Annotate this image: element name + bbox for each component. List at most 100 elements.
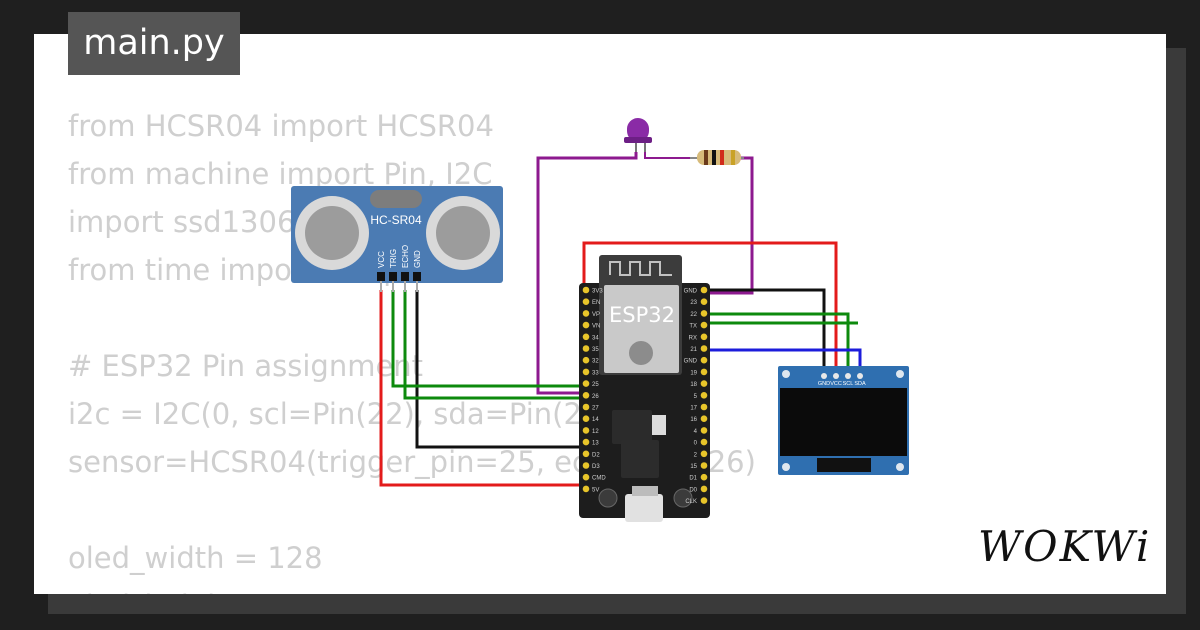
resistor[interactable] bbox=[690, 150, 744, 165]
esp32-pin-label: EN bbox=[592, 300, 600, 306]
led[interactable] bbox=[624, 118, 652, 152]
file-tab[interactable]: main.py bbox=[68, 12, 240, 75]
oled-pin-label: SDA bbox=[854, 381, 866, 387]
esp32-pin bbox=[582, 345, 590, 352]
oled-pin-label: SCL bbox=[843, 381, 854, 387]
code-line: oled_width = 128 bbox=[68, 541, 323, 575]
esp32-pin bbox=[700, 392, 708, 399]
oled-pin bbox=[821, 373, 827, 379]
esp32-pin bbox=[582, 298, 590, 306]
code-line: from machine import Pin, I2C bbox=[68, 157, 493, 191]
esp32-pin-label: 34 bbox=[592, 335, 599, 341]
esp32-pin bbox=[700, 356, 708, 364]
esp32-pin bbox=[700, 485, 708, 493]
esp32-pin bbox=[700, 298, 708, 306]
esp32-pin-label: D2 bbox=[592, 452, 600, 458]
esp32-pin-label: VN bbox=[592, 324, 600, 330]
esp32-pin-label: 35 bbox=[592, 347, 599, 353]
esp32-pin bbox=[582, 333, 590, 341]
preview-panel: from HCSR04 import HCSR04 from machine im… bbox=[34, 34, 1166, 594]
esp32-pin-label: 12 bbox=[592, 429, 599, 435]
esp32-pin bbox=[582, 462, 590, 469]
esp32-pin-label: 27 bbox=[592, 406, 599, 412]
esp32-pin bbox=[700, 462, 708, 469]
oled-pin bbox=[845, 373, 851, 379]
wire-green-echo bbox=[403, 290, 588, 400]
sensor-label: HC-SR04 bbox=[370, 213, 422, 227]
esp32-pin bbox=[700, 415, 708, 423]
esp32-pin bbox=[700, 438, 708, 446]
esp32-pin bbox=[582, 473, 590, 481]
esp32-pin-label: CLK bbox=[685, 499, 697, 505]
wire-purple-resistor bbox=[704, 156, 754, 295]
esp32-pin-label: 33 bbox=[592, 370, 599, 376]
sensor-pin-header bbox=[401, 272, 409, 281]
esp32-pin-label: 21 bbox=[690, 347, 697, 353]
sensor-pin-label: ECHO bbox=[401, 245, 410, 268]
esp32-pin bbox=[582, 368, 590, 376]
esp32-pin-label: D3 bbox=[592, 464, 600, 470]
sensor-pin-label: GND bbox=[413, 250, 422, 268]
wire-green-scl bbox=[704, 312, 850, 376]
esp32-pin-label: 22 bbox=[690, 312, 697, 318]
sensor-pin-header bbox=[389, 272, 397, 281]
esp32-pin bbox=[700, 286, 708, 294]
oled-pin-label: VCC bbox=[830, 381, 842, 387]
esp32-pin bbox=[700, 368, 708, 376]
esp32-pin-label: 26 bbox=[592, 394, 599, 400]
esp32-pin bbox=[582, 321, 590, 329]
esp32-pin-label: 15 bbox=[690, 464, 697, 470]
esp32-pin-label: TX bbox=[689, 324, 697, 330]
esp32-board[interactable]: ESP32 3V3ENVPVN34353233252627141213D2D3C… bbox=[579, 255, 710, 522]
esp32-pin-label: VP bbox=[592, 312, 600, 318]
sensor-pin-header bbox=[377, 272, 385, 281]
esp32-pin-label: 19 bbox=[690, 370, 697, 376]
esp32-pin-label: GND bbox=[684, 289, 698, 295]
esp32-pin bbox=[582, 438, 590, 446]
esp32-pin-label: 13 bbox=[592, 441, 599, 447]
wire-purple-led bbox=[536, 152, 638, 395]
esp32-pin bbox=[582, 380, 590, 387]
esp32-pin bbox=[582, 415, 590, 423]
esp32-pin-label: 0 bbox=[694, 441, 698, 447]
esp32-pin bbox=[700, 321, 708, 329]
esp32-pin-label: 32 bbox=[592, 359, 599, 365]
esp32-pin-label: 5V bbox=[592, 487, 599, 493]
wire-black-oled-gnd bbox=[704, 288, 826, 376]
sensor-pin-header bbox=[413, 272, 421, 281]
esp32-pin bbox=[700, 310, 708, 317]
oled-pin bbox=[833, 373, 839, 379]
esp32-pin-label: 25 bbox=[592, 382, 599, 388]
oled-pin bbox=[857, 373, 863, 379]
esp32-pin-label: 23 bbox=[690, 300, 697, 306]
esp32-pin bbox=[700, 403, 708, 411]
esp32-pin bbox=[582, 310, 590, 317]
esp32-pin bbox=[582, 485, 590, 493]
esp32-pin-label: RX bbox=[689, 335, 697, 341]
code-line: from HCSR04 import HCSR04 bbox=[68, 109, 494, 143]
wire-black-sensor-gnd bbox=[415, 290, 588, 449]
esp32-pin bbox=[700, 380, 708, 387]
esp32-pin-label: 2 bbox=[694, 452, 698, 458]
esp32-pin-label: 16 bbox=[690, 417, 697, 423]
esp32-pin bbox=[700, 345, 708, 352]
esp32-pin-label: 4 bbox=[694, 429, 698, 435]
esp32-pin-label: D0 bbox=[689, 487, 697, 493]
esp32-pin-label: 5 bbox=[694, 394, 698, 400]
sensor-pin-label: TRIG bbox=[389, 249, 398, 268]
esp32-pin-label: 3V3 bbox=[592, 289, 603, 295]
esp32-pin-label: CMD bbox=[592, 476, 606, 482]
esp32-label: ESP32 bbox=[609, 303, 675, 327]
esp32-pin bbox=[582, 403, 590, 411]
wokwi-logo: WOKWi bbox=[978, 522, 1152, 571]
wire-led-resistor bbox=[644, 152, 690, 159]
esp32-pin-label: GND bbox=[684, 359, 698, 365]
wire-red-sensor-vcc bbox=[379, 290, 588, 494]
esp32-pin bbox=[582, 450, 590, 458]
esp32-pin bbox=[582, 392, 590, 399]
wire-green-trig bbox=[391, 290, 588, 388]
esp32-pin-label: 18 bbox=[690, 382, 697, 388]
